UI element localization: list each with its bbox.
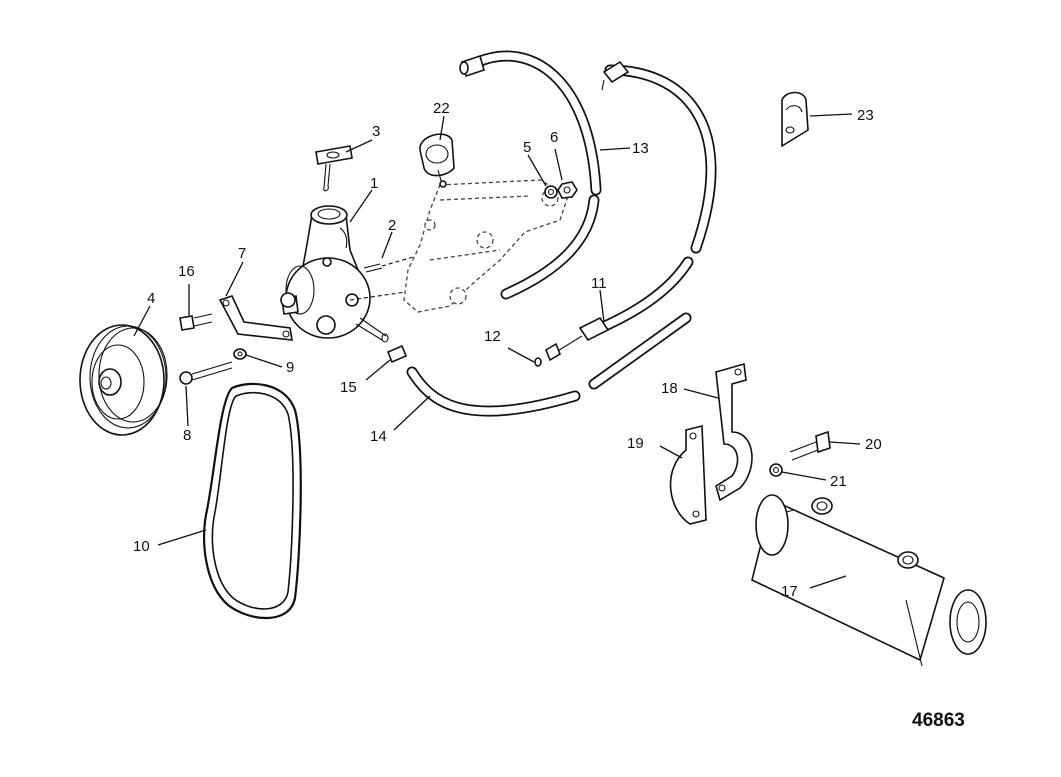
pressure-hose [459, 50, 602, 300]
pulley [79, 324, 168, 436]
callout-21: 21 [830, 473, 847, 490]
washer-21 [769, 463, 783, 477]
callout-11: 11 [591, 275, 607, 292]
callout-10: 10 [133, 538, 150, 555]
callout-19: 19 [627, 435, 644, 452]
nut-6 [557, 181, 578, 199]
callout-8: 8 [183, 427, 191, 444]
drive-belt [202, 382, 302, 620]
reservoir-cap [315, 145, 353, 192]
adjusting-bracket [218, 295, 293, 341]
callout-22: 22 [433, 100, 450, 117]
callout-5: 5 [523, 139, 531, 156]
callout-labels: 1 2 3 4 5 6 7 8 9 10 11 12 13 14 15 16 1… [133, 100, 882, 600]
callout-13: 13 [632, 140, 649, 157]
cooler-hose [406, 312, 692, 417]
callout-20: 20 [865, 436, 882, 453]
callout-6: 6 [550, 129, 558, 146]
callout-1: 1 [370, 175, 378, 192]
bolt-16 [179, 313, 213, 331]
callout-12: 12 [484, 328, 501, 345]
callout-23: 23 [857, 107, 874, 124]
callout-16: 16 [178, 263, 195, 280]
callout-7: 7 [238, 245, 246, 262]
oil-cooler [751, 494, 987, 667]
bolt-8 [179, 361, 233, 385]
leader-lines [133, 113, 861, 589]
figure-number: 46863 [912, 710, 965, 731]
callout-4: 4 [147, 290, 155, 307]
mounting-bracket [403, 179, 569, 313]
hose-fitting [386, 344, 408, 364]
nut-5 [544, 185, 558, 199]
callout-3: 3 [372, 123, 380, 140]
callout-17: 17 [781, 583, 798, 600]
callout-9: 9 [286, 359, 294, 376]
callout-18: 18 [661, 380, 678, 397]
power-steering-pump [280, 205, 389, 343]
o-ring [534, 357, 542, 367]
washer-9 [233, 348, 247, 360]
mounting-strap-19 [669, 424, 707, 525]
callout-14: 14 [370, 428, 387, 445]
callout-15: 15 [340, 379, 357, 396]
callout-2: 2 [388, 217, 396, 234]
hose-clamp [419, 133, 455, 188]
mounting-strap-18 [715, 362, 753, 502]
screw-20 [789, 430, 831, 461]
return-hose [545, 60, 717, 362]
hose-clip [781, 91, 809, 148]
